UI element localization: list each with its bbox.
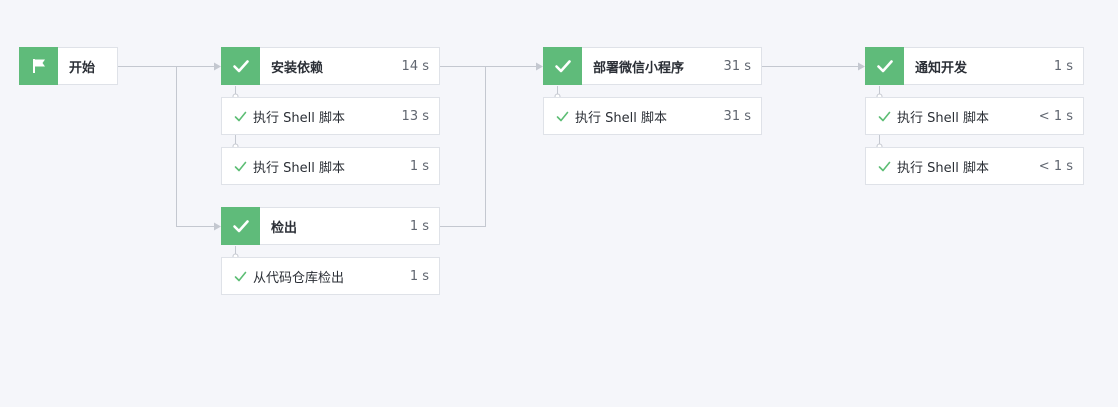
stage-status-badge	[221, 206, 260, 245]
connector-start-to-checkout	[176, 66, 215, 227]
flag-icon	[32, 58, 45, 73]
stage-duration: 14 s	[401, 58, 429, 74]
step-success-check-icon	[233, 269, 247, 283]
check-icon	[554, 59, 571, 72]
step-checkout-from-repo[interactable]: 从代码仓库检出 1 s	[221, 257, 440, 295]
step-label: 执行 Shell 脚本	[253, 110, 345, 126]
step-success-check-icon	[233, 159, 247, 173]
step-install-shell-2[interactable]: 执行 Shell 脚本 1 s	[221, 147, 440, 185]
stage-title: 部署微信小程序	[593, 60, 685, 76]
check-icon	[876, 59, 893, 72]
step-label: 执行 Shell 脚本	[253, 160, 345, 176]
stage-duration: 1 s	[1053, 58, 1073, 74]
start-label: 开始	[69, 60, 96, 76]
step-success-check-icon	[877, 159, 891, 173]
step-duration: < 1 s	[1038, 108, 1073, 124]
stage-install-deps[interactable]: 安装依赖 14 s	[221, 46, 440, 85]
step-notify-shell-2[interactable]: 执行 Shell 脚本 < 1 s	[865, 147, 1084, 185]
stage-duration: 31 s	[723, 58, 751, 74]
step-label: 执行 Shell 脚本	[897, 160, 989, 176]
step-duration: 1 s	[409, 268, 429, 284]
stage-status-badge	[865, 46, 904, 85]
stage-checkout[interactable]: 检出 1 s	[221, 206, 440, 245]
step-deploy-shell-1[interactable]: 执行 Shell 脚本 31 s	[543, 97, 762, 135]
start-node[interactable]: 开始	[19, 46, 118, 85]
step-label: 从代码仓库检出	[253, 270, 345, 286]
arrow-deploy	[536, 62, 543, 71]
step-success-check-icon	[555, 109, 569, 123]
step-success-check-icon	[877, 109, 891, 123]
step-duration: < 1 s	[1038, 158, 1073, 174]
arrow-notify	[858, 62, 865, 71]
stage-deploy-miniprogram[interactable]: 部署微信小程序 31 s	[543, 46, 762, 85]
connector-checkout-to-deploy	[440, 66, 486, 227]
arrow-checkout	[214, 222, 221, 231]
check-icon	[232, 219, 249, 232]
stage-title: 安装依赖	[271, 60, 324, 76]
check-icon	[232, 59, 249, 72]
step-notify-shell-1[interactable]: 执行 Shell 脚本 < 1 s	[865, 97, 1084, 135]
stage-title: 检出	[271, 220, 298, 236]
step-success-check-icon	[233, 109, 247, 123]
stage-status-badge	[543, 46, 582, 85]
step-install-shell-1[interactable]: 执行 Shell 脚本 13 s	[221, 97, 440, 135]
arrow-install	[214, 62, 221, 71]
step-duration: 31 s	[723, 108, 751, 124]
start-badge	[19, 46, 58, 85]
step-duration: 13 s	[401, 108, 429, 124]
stage-status-badge	[221, 46, 260, 85]
step-duration: 1 s	[409, 158, 429, 174]
stage-duration: 1 s	[409, 218, 429, 234]
stage-notify-dev[interactable]: 通知开发 1 s	[865, 46, 1084, 85]
step-label: 执行 Shell 脚本	[897, 110, 989, 126]
stage-title: 通知开发	[915, 60, 968, 76]
step-label: 执行 Shell 脚本	[575, 110, 667, 126]
